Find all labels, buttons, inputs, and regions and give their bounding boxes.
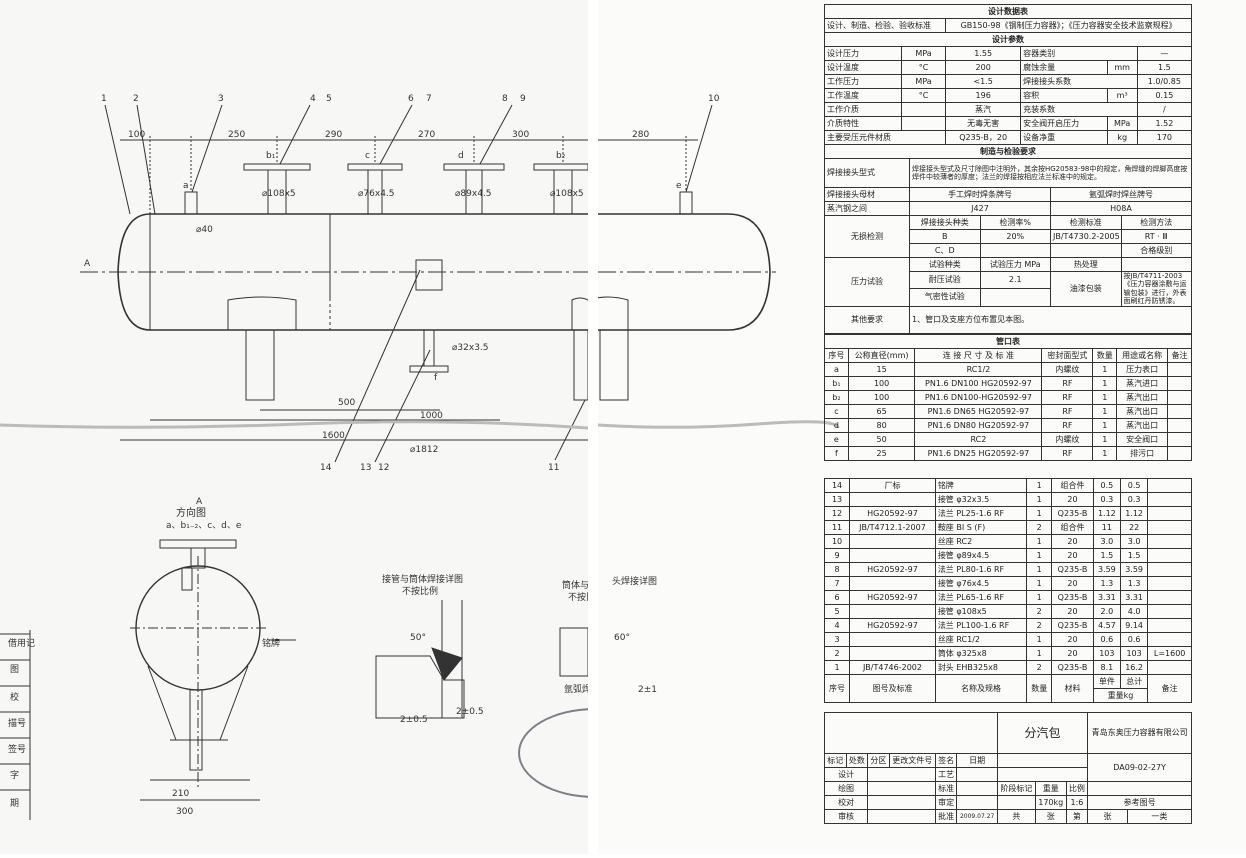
part-tag-9: 9 bbox=[520, 94, 526, 104]
svg-text:1600: 1600 bbox=[322, 431, 345, 441]
svg-text:期: 期 bbox=[10, 798, 19, 809]
svg-text:2±0.5: 2±0.5 bbox=[456, 707, 484, 717]
part-tag-8: 8 bbox=[502, 94, 508, 104]
svg-text:⌀108x5: ⌀108x5 bbox=[262, 189, 296, 199]
svg-text:⌀89x4.5: ⌀89x4.5 bbox=[455, 189, 492, 199]
part-tag-7: 7 bbox=[426, 94, 432, 104]
part-tag-1: 1 bbox=[101, 94, 107, 104]
svg-text:c: c bbox=[365, 151, 370, 161]
svg-text:290: 290 bbox=[325, 130, 342, 140]
svg-text:方向图: 方向图 bbox=[176, 506, 206, 519]
svg-text:铭牌: 铭牌 bbox=[262, 637, 280, 649]
mfg-requirements-table: 焊接接头型式焊接接头型式及尺寸除图中注明外，其余按HG20583-98中的规定，… bbox=[824, 158, 1192, 334]
svg-text:270: 270 bbox=[418, 130, 435, 140]
drawing-sheet: 1 2 3 4 5 6 7 8 9 14 13 12 11 A 100 250 2… bbox=[0, 0, 672, 854]
svg-text:50°: 50° bbox=[410, 633, 426, 643]
svg-text:300: 300 bbox=[512, 130, 529, 140]
svg-text:250: 250 bbox=[228, 130, 245, 140]
svg-text:2±0.5: 2±0.5 bbox=[400, 715, 428, 725]
part-tag-13: 13 bbox=[360, 463, 371, 473]
svg-text:⌀76x4.5: ⌀76x4.5 bbox=[358, 189, 395, 199]
svg-text:e: e bbox=[676, 181, 682, 191]
part-tag-4: 4 bbox=[310, 94, 316, 104]
design-data-title: 设计数据表 bbox=[824, 4, 1192, 19]
svg-text:2±1: 2±1 bbox=[638, 685, 657, 695]
svg-text:a、b₁₋₂、c、d、e: a、b₁₋₂、c、d、e bbox=[166, 521, 242, 531]
page-gap bbox=[588, 0, 598, 854]
svg-text:⌀32x3.5: ⌀32x3.5 bbox=[452, 343, 489, 353]
nozzle-table: 管口表 序号公称直径(mm) 连 接 尺 寸 及 标 准密封面型式 数量用途或名… bbox=[824, 334, 1192, 461]
part-tag-6: 6 bbox=[408, 94, 414, 104]
svg-text:不按比例: 不按比例 bbox=[402, 585, 438, 597]
part-tag-14: 14 bbox=[320, 463, 332, 473]
svg-text:500: 500 bbox=[338, 398, 355, 408]
svg-text:f: f bbox=[434, 373, 438, 383]
margin-label-1: 借用记 bbox=[8, 637, 35, 649]
svg-text:A: A bbox=[196, 497, 203, 507]
svg-text:300: 300 bbox=[176, 807, 193, 817]
part-tag-3: 3 bbox=[218, 94, 224, 104]
svg-text:字: 字 bbox=[10, 769, 19, 781]
drawing-number: DA09-02-27Y bbox=[1087, 753, 1192, 782]
svg-text:不按比例: 不按比例 bbox=[568, 591, 588, 603]
company-name: 青岛东奥压力容器有限公司 bbox=[1087, 712, 1192, 754]
vessel-drawing: 1 2 3 4 5 6 7 8 9 14 13 12 11 A 100 250 2… bbox=[0, 94, 640, 820]
part-tag-11: 11 bbox=[548, 463, 559, 473]
svg-text:氩弧焊打底: 氩弧焊打底 bbox=[564, 683, 588, 695]
svg-text:100: 100 bbox=[128, 130, 145, 140]
part-tag-10: 10 bbox=[708, 94, 720, 104]
product-name: 分汽包 bbox=[996, 712, 1089, 754]
svg-text:60°: 60° bbox=[614, 633, 630, 643]
svg-text:图: 图 bbox=[10, 664, 19, 675]
svg-text:b₂: b₂ bbox=[556, 151, 566, 161]
svg-text:1000: 1000 bbox=[420, 411, 443, 421]
part-tag-2: 2 bbox=[133, 94, 139, 104]
svg-text:b₁: b₁ bbox=[266, 151, 276, 161]
part-tag-5: 5 bbox=[326, 94, 332, 104]
svg-text:⌀40: ⌀40 bbox=[196, 225, 213, 235]
right-view-drawing: 10 280 e 头焊接详图 60° 2±1 bbox=[598, 94, 840, 695]
svg-text:头焊接详图: 头焊接详图 bbox=[612, 575, 657, 587]
svg-text:d: d bbox=[458, 151, 464, 161]
svg-text:接管与筒体焊接详图: 接管与筒体焊接详图 bbox=[382, 573, 463, 585]
svg-text:a: a bbox=[183, 181, 189, 191]
svg-text:210: 210 bbox=[172, 789, 189, 799]
svg-text:描号: 描号 bbox=[8, 717, 26, 729]
svg-text:280: 280 bbox=[632, 130, 649, 140]
svg-text:校: 校 bbox=[10, 691, 19, 703]
svg-text:筒体与封: 筒体与封 bbox=[562, 579, 588, 591]
svg-text:签号: 签号 bbox=[8, 743, 26, 755]
svg-text:⌀1812: ⌀1812 bbox=[410, 445, 438, 455]
view-a-marker: A bbox=[84, 259, 91, 269]
part-tag-12: 12 bbox=[378, 463, 389, 473]
svg-text:⌀108x5: ⌀108x5 bbox=[550, 189, 584, 199]
